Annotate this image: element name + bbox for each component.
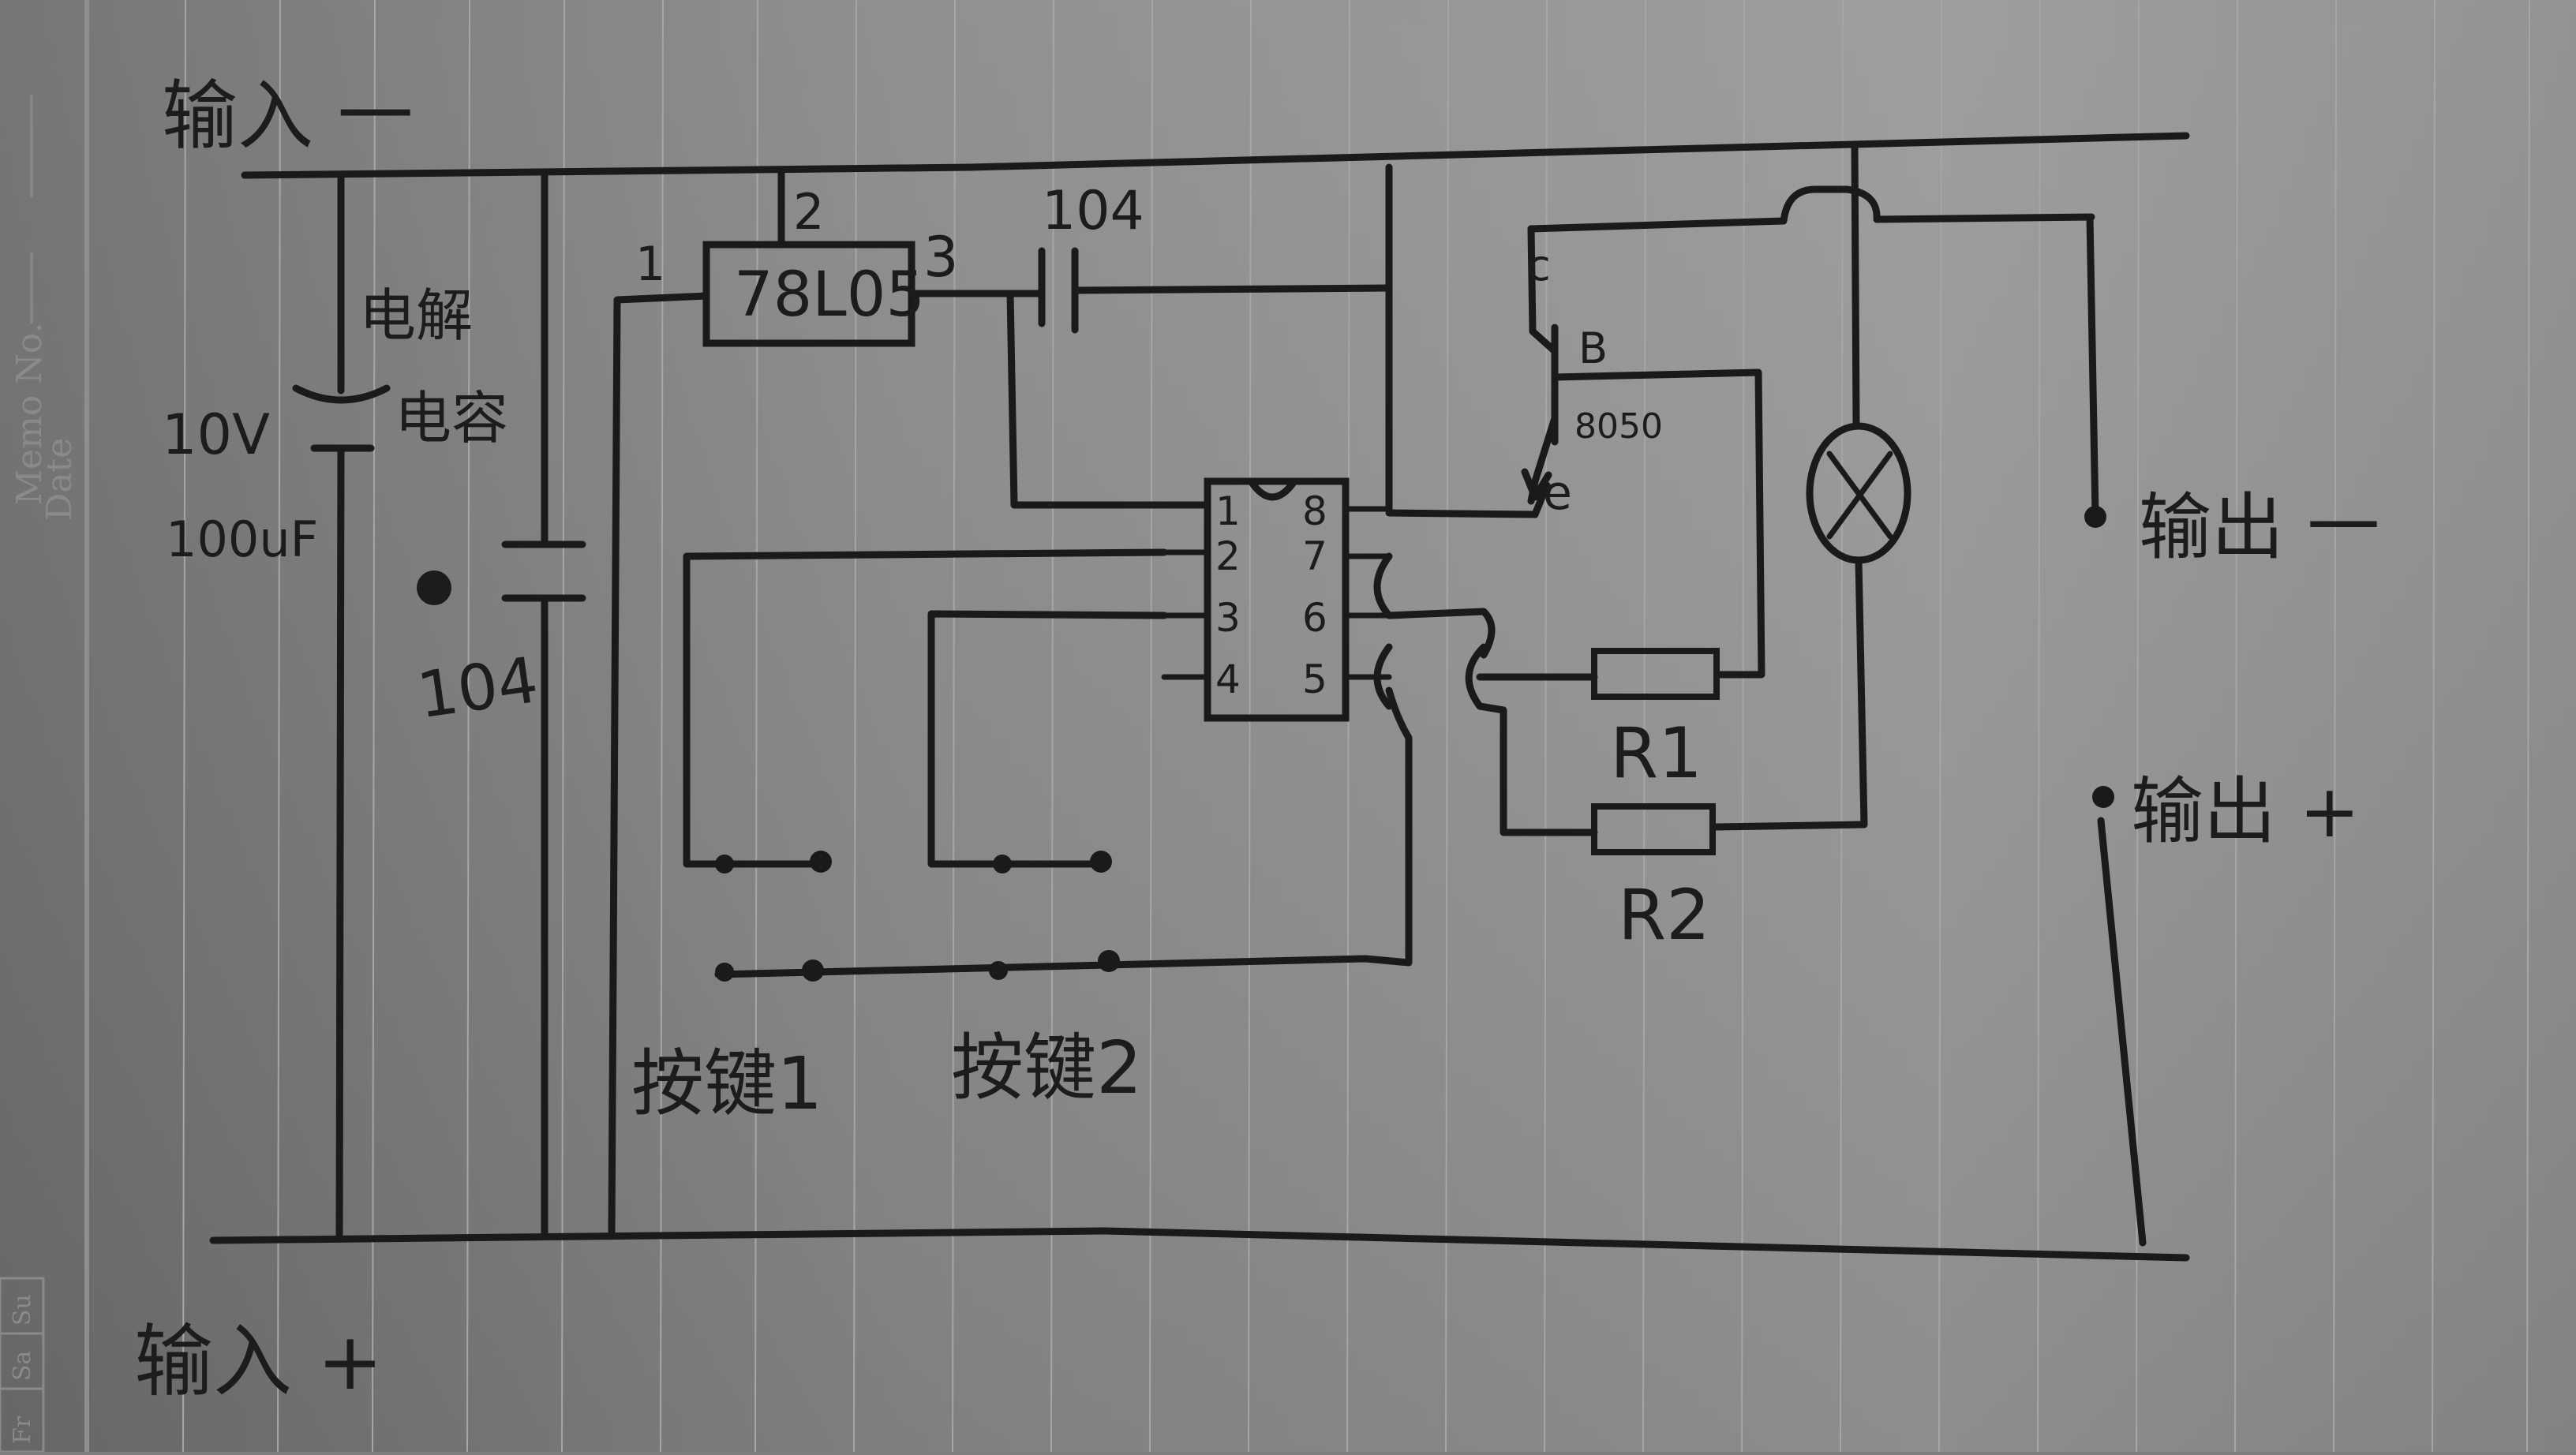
ic-pin-8: 8 (1302, 488, 1327, 534)
button-1-label: 按键1 (631, 1042, 823, 1126)
ic-8pin (1161, 477, 1392, 722)
weekday-sa: Sa (9, 1350, 36, 1381)
output-plus-terminal (2092, 786, 2147, 1247)
positive-rail (209, 1227, 2190, 1262)
ceramic-capacitor-left (501, 171, 586, 1239)
output-plus-label: 输出 + (2131, 769, 2360, 854)
ic-pin-7: 7 (1302, 533, 1327, 579)
ic-pin-1: 1 (1215, 488, 1241, 534)
electrolytic-capacitance: 100uF (166, 511, 318, 568)
cap-left-value: 104 (413, 643, 542, 732)
ic-pin-3: 3 (1215, 595, 1241, 641)
pin6-hop (1373, 552, 1496, 659)
pin3-wire (927, 610, 1168, 868)
lamp (1713, 142, 1911, 831)
resistor-1-label: R1 (1610, 713, 1702, 794)
output-minus-label: 输出 一 (2139, 485, 2379, 570)
input-minus-label: 输入 一 (162, 72, 414, 160)
scribble-mark (417, 570, 451, 605)
regulator-pin-1: 1 (635, 237, 665, 292)
ic-pin-5: 5 (1302, 656, 1327, 702)
ic-pin-6: 6 (1302, 595, 1327, 641)
electrolytic-voltage: 10V (162, 402, 270, 467)
emitter-wire (1385, 481, 1551, 518)
regulator-pin-3: 3 (923, 225, 959, 290)
date-label: Date (39, 438, 80, 521)
output-minus-terminal (2084, 213, 2106, 528)
input-plus-label: 输入 + (134, 1315, 384, 1408)
regulator-78l05 (608, 170, 1046, 1236)
weekday-fr: Fr (9, 1416, 36, 1444)
electrolytic-label-1: 电解 (359, 282, 473, 349)
regulator-pin-2: 2 (793, 183, 824, 241)
resistor-r1 (1591, 648, 1720, 700)
regulator-label: 78L05 (734, 260, 925, 331)
transistor-b: B (1578, 324, 1608, 373)
electrolytic-label-2: 电容 (395, 385, 508, 451)
transistor-model: 8050 (1574, 406, 1663, 447)
pin2-wire (683, 548, 1168, 868)
transistor-8050 (1521, 185, 2095, 679)
pin5-hop (1373, 643, 1393, 710)
cap-top-value: 104 (1042, 180, 1144, 242)
transistor-e: e (1543, 466, 1572, 521)
button-2-label: 按键2 (951, 1026, 1143, 1110)
ic-pin-4: 4 (1215, 656, 1241, 702)
memo-no-label: Memo No. (9, 323, 50, 506)
negative-rail (241, 132, 2190, 179)
notebook-rules (84, 0, 2530, 1453)
button-common-wire (714, 686, 1413, 978)
ceramic-capacitor-top (1038, 247, 1393, 334)
resistor-r2 (1591, 803, 1716, 855)
weekday-su: Su (9, 1294, 36, 1326)
transistor-c: c (1527, 241, 1551, 290)
r2-feed-wire (1465, 643, 1598, 836)
electrolytic-capacitor (292, 171, 391, 1241)
ic-pin-2: 2 (1215, 533, 1241, 579)
resistor-2-label: R2 (1618, 874, 1710, 956)
vcc-to-pin1 (1006, 290, 1211, 509)
